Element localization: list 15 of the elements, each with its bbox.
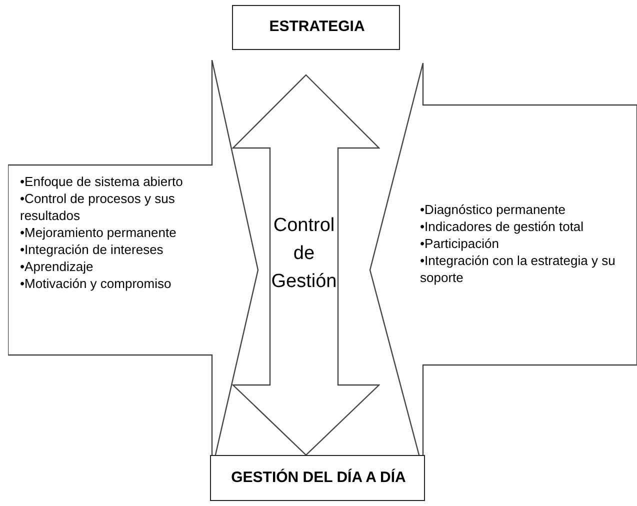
bullet-text: •Aprendizaje	[20, 258, 94, 275]
bullet-text: •Control de procesos y sus resultados	[20, 190, 176, 224]
bullet-text: •Indicadores de gestión total	[420, 218, 585, 235]
heading-box	[232, 5, 400, 50]
bullet-text: •Diagnóstico permanente	[420, 201, 566, 218]
bullet-text: •Motivación y compromiso	[20, 275, 172, 292]
bullet-text: •Enfoque de sistema abierto	[20, 173, 184, 190]
heading-text: ESTRATEGIA	[268, 18, 366, 35]
bullet-text: •Integración con la estrategia y su soporte	[420, 252, 616, 286]
heading-text: GESTIÓN DEL DÍA A DÍA	[230, 469, 407, 486]
bullet-text: •Integración de intereses	[20, 241, 164, 258]
bullet-text: •Mejoramiento permanente	[20, 224, 178, 241]
heading-box	[210, 455, 425, 501]
center-label: Control de Gestión	[270, 214, 338, 294]
bullet-text: •Participación	[420, 235, 500, 252]
